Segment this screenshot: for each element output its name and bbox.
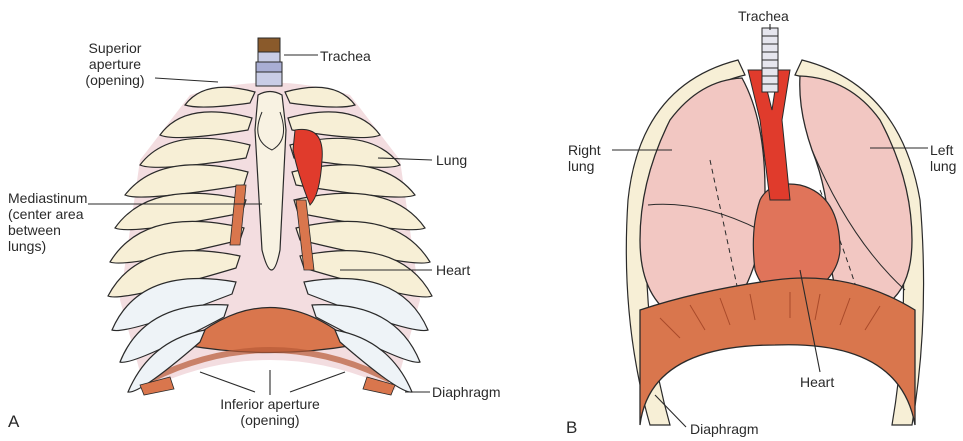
label-inferior-aperture: Inferior aperture (opening) [210,396,330,428]
mediastinum-line-2: (center area [8,206,87,222]
left-lung-line-1: Left [930,142,956,158]
label-heart-b: Heart [800,374,834,390]
panel-letter-b: B [566,418,577,438]
trachea-b [762,28,778,92]
label-lung: Lung [436,152,467,168]
label-left-lung: Left lung [930,142,956,174]
right-lung-line-2: lung [568,158,601,174]
trachea-a [256,38,282,86]
label-trachea-b: Trachea [738,8,789,24]
inferior-aperture-line-1: Inferior aperture [210,396,330,412]
label-heart-a: Heart [436,262,470,278]
label-diaphragm-b: Diaphragm [690,421,758,437]
label-trachea-a: Trachea [320,48,371,64]
mediastinum-line-1: Mediastinum [8,190,87,206]
label-right-lung: Right lung [568,142,601,174]
mediastinum-line-3: between [8,222,87,238]
panel-b-figure [612,24,928,427]
panel-letter-a: A [8,412,19,432]
panel-a-figure [88,38,432,395]
left-lung-line-2: lung [930,158,956,174]
diaphragm-b [640,278,915,425]
right-lung-line-1: Right [568,142,601,158]
inferior-aperture-line-2: (opening) [210,412,330,428]
superior-aperture-line-1: Superior [74,40,156,56]
superior-aperture-line-2: aperture [74,56,156,72]
superior-aperture-line-3: (opening) [74,72,156,88]
label-mediastinum: Mediastinum (center area between lungs) [8,190,87,254]
label-superior-aperture: Superior aperture (opening) [74,40,156,88]
mediastinum-line-4: lungs) [8,238,87,254]
label-diaphragm-a: Diaphragm [432,384,500,400]
